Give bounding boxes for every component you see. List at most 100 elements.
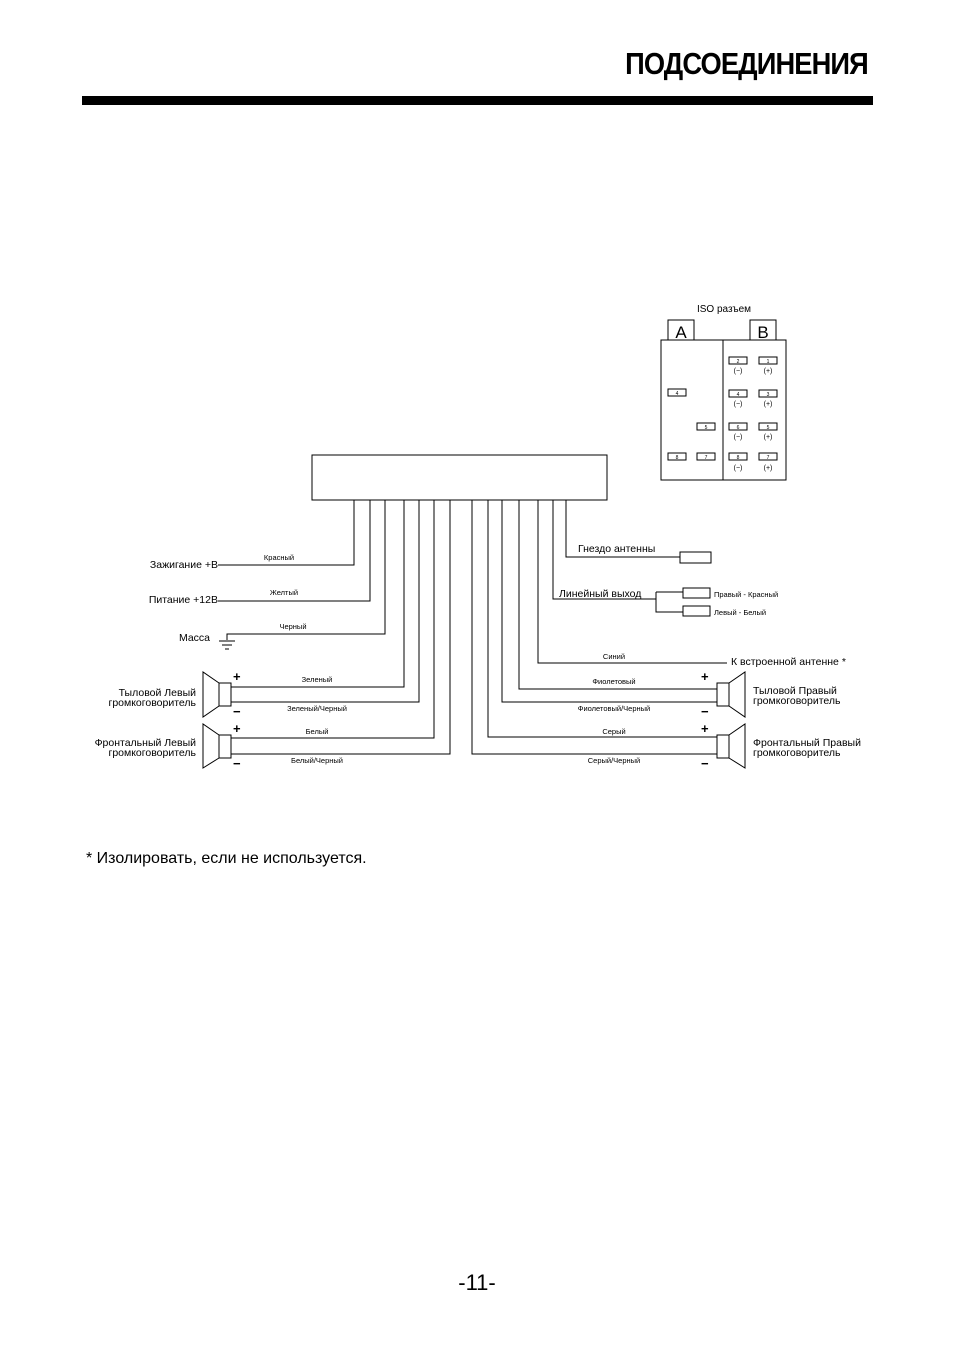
iso-b-pin-number: 1 [767, 359, 770, 365]
wire-blue [537, 500, 727, 664]
wire-antenna [565, 500, 680, 558]
iso-a-pin [667, 452, 687, 461]
ignition-label: Зажигание +В [150, 559, 218, 571]
wire-black [226, 500, 386, 640]
wire-label-blue: Синий [603, 652, 625, 661]
line-out-right-label: Правый - Красный [714, 590, 778, 599]
speaker-icon [202, 723, 232, 769]
rear-right-speaker-label: громкоговоритель [753, 695, 841, 707]
iso-polarity: (+) [764, 368, 773, 375]
iso-polarity: (−) [734, 368, 743, 375]
iso-b-pin [728, 422, 748, 431]
ground-icon [219, 640, 235, 650]
wire-label-gray-black: Серый/Черный [588, 756, 641, 765]
iso-b-pin-number: 6 [737, 425, 740, 431]
wire-label-white-black: Белый/Черный [291, 756, 343, 765]
title-rule [82, 96, 873, 105]
iso-label-b: B [757, 323, 768, 342]
iso-b-pin-number: 8 [737, 455, 740, 461]
iso-polarity: (−) [734, 465, 743, 472]
ground-label: Масса [179, 632, 210, 644]
front-right-speaker-label: Фронтальный Правый [753, 737, 861, 749]
wire-line-out [552, 500, 656, 600]
wire-gray [487, 500, 717, 738]
iso-a-pin [696, 452, 716, 461]
plus-sign: + [701, 669, 709, 684]
iso-b-pin-number: 3 [767, 392, 770, 398]
iso-b-pin [728, 389, 748, 398]
speaker-icon [716, 723, 746, 769]
plus-sign: + [233, 721, 241, 736]
minus-sign: − [701, 704, 709, 719]
iso-b-pin [728, 452, 748, 461]
front-left-speaker-label: громкоговоритель [108, 747, 196, 759]
iso-b-pin [758, 452, 778, 461]
wire-violet-black [501, 500, 717, 703]
iso-a-pin-number: 4 [676, 391, 679, 397]
rear-left-speaker-label: громкоговоритель [108, 697, 196, 709]
iso-b-pin [758, 356, 778, 365]
plus-sign: + [233, 669, 241, 684]
polarity-signs: + − + − + − + − [233, 669, 709, 771]
iso-b-pin-number: 5 [767, 425, 770, 431]
rca-jack-left-icon [682, 605, 711, 617]
wire-gray-black [471, 500, 717, 755]
wire-label-green-black: Зеленый/Черный [287, 704, 347, 713]
power-label: Питание +12В [149, 594, 218, 606]
minus-sign: − [233, 704, 241, 719]
iso-tab-b [749, 319, 777, 341]
iso-a-pin-number: 5 [705, 425, 708, 431]
wire-violet [518, 500, 717, 690]
wire-label-white: Белый [306, 727, 329, 736]
iso-polarity: (−) [734, 401, 743, 408]
page-title: ПОДСОЕДИНЕНИЯ [625, 46, 869, 81]
iso-polarity: (+) [764, 434, 773, 441]
iso-b-pin-number: 7 [767, 455, 770, 461]
wires-left [218, 500, 451, 755]
wire-white-black [231, 500, 451, 755]
minus-sign: − [701, 756, 709, 771]
iso-title: ISO разъем [697, 304, 751, 315]
antenna-socket-label: Гнездо антенны [578, 543, 655, 555]
wire-line-out-split [655, 591, 683, 613]
wire-label-violet-black: Фиолетовый/Черный [578, 704, 650, 713]
line-out-left-label: Левый - Белый [714, 608, 766, 617]
front-left-speaker-label: Фронтальный Левый [95, 737, 197, 749]
builtin-antenna-label: К встроенной антенне * [731, 656, 846, 668]
iso-a-pin-number: 8 [676, 455, 679, 461]
iso-b-pin-number: 4 [737, 392, 740, 398]
wire-label-green: Зеленый [302, 675, 333, 684]
page-number: -11- [458, 1270, 496, 1295]
iso-polarity: (+) [764, 465, 773, 472]
iso-b-pin [758, 422, 778, 431]
rear-left-speaker-label: Тыловой Левый [119, 687, 197, 699]
wire-label-black: Черный [279, 622, 306, 631]
wire-green-black [231, 500, 420, 703]
wire-yellow [218, 500, 371, 602]
wire-label-violet: Фиолетовый [592, 677, 635, 686]
iso-b-pin [728, 356, 748, 365]
head-unit [311, 454, 608, 501]
wire-label-red: Красный [264, 553, 294, 562]
minus-sign: − [233, 756, 241, 771]
wire-label-yellow: Желтый [270, 588, 298, 597]
rear-right-speaker-label: Тыловой Правый [753, 685, 837, 697]
iso-label-a: A [675, 323, 687, 342]
footnote: * Изолировать, если не используется. [86, 850, 367, 867]
speaker-icon [202, 671, 232, 718]
iso-a-pin [667, 388, 687, 397]
wire-red [218, 500, 355, 566]
wire-white [231, 500, 435, 739]
iso-b-pin-number: 2 [737, 359, 740, 365]
iso-connector: ISO разъем A B 4 5 8 7 2 1 4 3 6 5 8 7 (… [660, 304, 787, 481]
antenna-socket-icon [679, 551, 712, 564]
iso-a-pin [696, 422, 716, 431]
wires-right [471, 500, 727, 755]
plus-sign: + [701, 721, 709, 736]
iso-polarity: (−) [734, 434, 743, 441]
wire-green [231, 500, 405, 688]
iso-tab-a [667, 319, 695, 341]
rca-jack-right-icon [682, 587, 711, 599]
front-right-speaker-label: громкоговоритель [753, 747, 841, 759]
